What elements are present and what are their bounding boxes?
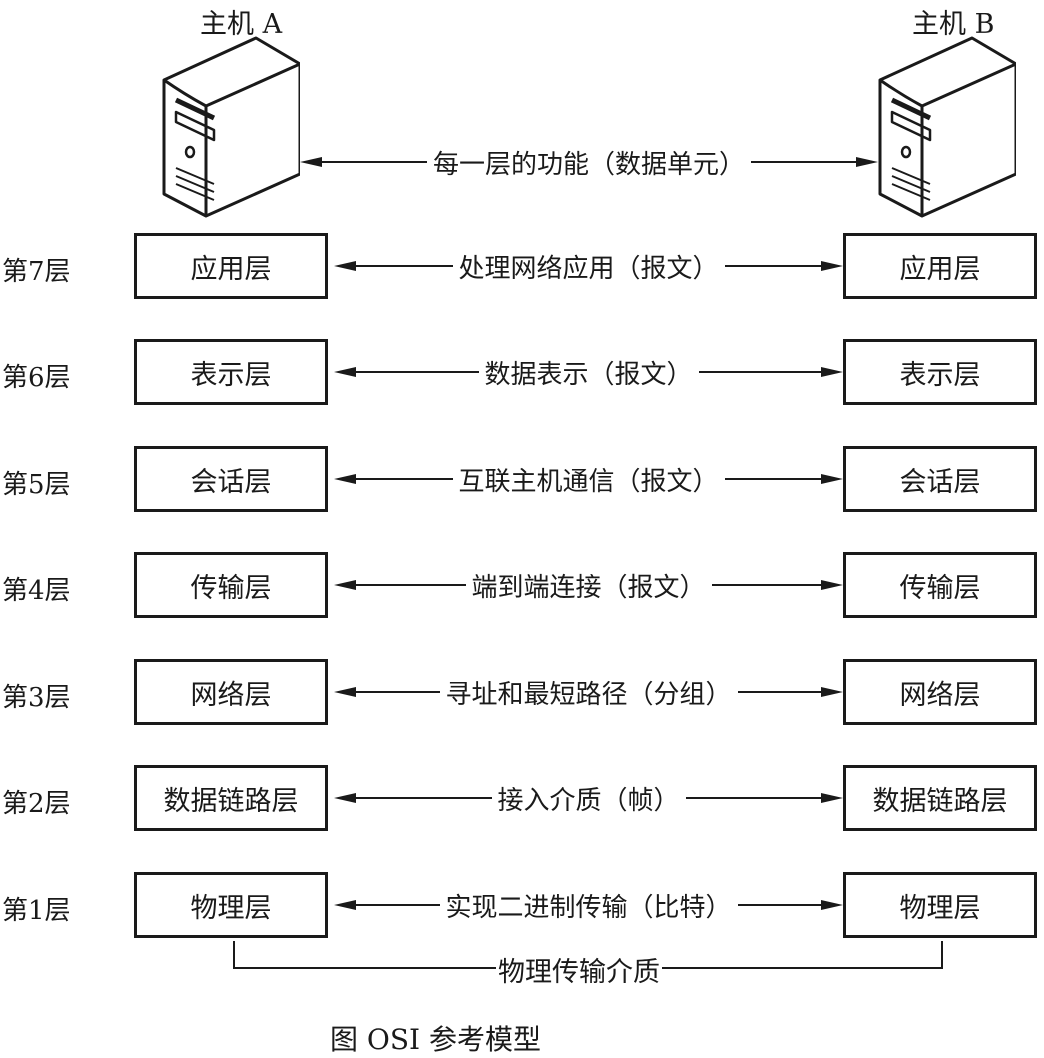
host-b-layer-box: 会话层 [843, 446, 1037, 512]
arrow-right-icon [856, 157, 879, 167]
arrow-right-icon [821, 474, 844, 484]
layer-function-connector: 接入介质（帧） [334, 778, 844, 818]
layer-function-label: 处理网络应用（报文） [458, 253, 719, 284]
arrow-left-icon [334, 900, 356, 910]
host-b-layer-box: 传输层 [843, 552, 1037, 618]
connector-line [685, 797, 822, 799]
host-b-layer-box: 数据链路层 [843, 765, 1037, 831]
server-b-icon [878, 36, 1016, 218]
arrow-left-icon [334, 793, 356, 803]
connector-line [724, 478, 822, 480]
layer-function-label: 实现二进制传输（比特） [445, 892, 732, 923]
layer-number-label: 第2层 [2, 789, 71, 819]
layer-number-label: 第5层 [2, 470, 71, 500]
host-b-layer-box: 物理层 [843, 872, 1037, 938]
layer-function-connector: 端到端连接（报文） [334, 565, 844, 605]
layer-function-label: 接入介质（帧） [497, 785, 680, 816]
figure-caption: 图 OSI 参考模型 [330, 1023, 541, 1056]
arrow-left-icon [300, 157, 322, 167]
host-a-layer-box: 物理层 [134, 872, 328, 938]
layer-number-label: 第3层 [2, 683, 71, 713]
connector-line [356, 371, 479, 373]
connector-line [698, 371, 822, 373]
connector-line [356, 584, 466, 586]
physical-medium-line [233, 941, 943, 969]
host-a-layer-box: 网络层 [134, 659, 328, 725]
host-a-layer-box: 数据链路层 [134, 765, 328, 831]
host-a-layer-box: 应用层 [134, 233, 328, 299]
arrow-left-icon [334, 687, 356, 697]
arrow-right-icon [821, 580, 844, 590]
layer-function-connector: 处理网络应用（报文） [334, 246, 844, 286]
connector-line [711, 584, 822, 586]
connector-line [724, 265, 822, 267]
host-b-label: 主机 B [912, 9, 995, 40]
physical-medium-label: 物理传输介质 [496, 950, 662, 989]
layer-function-connector: 实现二进制传输（比特） [334, 885, 844, 925]
layer-number-label: 第1层 [2, 896, 71, 926]
layer-function-label: 寻址和最短路径（分组） [445, 679, 732, 710]
connector-line [737, 691, 822, 693]
layer-function-connector: 互联主机通信（报文） [334, 459, 844, 499]
arrow-right-icon [821, 367, 844, 377]
host-b-layer-box: 网络层 [843, 659, 1037, 725]
arrow-left-icon [334, 367, 356, 377]
arrow-left-icon [334, 580, 356, 590]
layer-function-connector: 数据表示（报文） [334, 352, 844, 392]
layer-number-label: 第6层 [2, 363, 71, 393]
arrow-right-icon [821, 793, 844, 803]
connector-line [356, 904, 440, 906]
host-a-layer-box: 传输层 [134, 552, 328, 618]
host-b-layer-box: 表示层 [843, 339, 1037, 405]
host-a-layer-box: 会话层 [134, 446, 328, 512]
connector-line [356, 797, 492, 799]
arrow-left-icon [334, 261, 356, 271]
arrow-right-icon [821, 900, 844, 910]
header-connector-label: 每一层的功能（数据单元） [433, 149, 746, 180]
server-a-icon [162, 36, 300, 218]
connector-line [751, 161, 857, 163]
connector-line [356, 691, 440, 693]
header-connector: 每一层的功能（数据单元） [300, 142, 879, 182]
connector-line [737, 904, 822, 906]
arrow-left-icon [334, 474, 356, 484]
layer-number-label: 第7层 [2, 257, 71, 287]
layer-function-connector: 寻址和最短路径（分组） [334, 672, 844, 712]
host-a-label: 主机 A [200, 9, 283, 40]
connector-line [356, 265, 453, 267]
layer-function-label: 数据表示（报文） [484, 359, 693, 390]
layer-function-label: 互联主机通信（报文） [458, 466, 719, 497]
layer-number-label: 第4层 [2, 576, 71, 606]
connector-line [356, 478, 453, 480]
arrow-right-icon [821, 687, 844, 697]
connector-line [322, 161, 427, 163]
host-b-layer-box: 应用层 [843, 233, 1037, 299]
arrow-right-icon [821, 261, 844, 271]
layer-function-label: 端到端连接（报文） [471, 572, 706, 603]
host-a-layer-box: 表示层 [134, 339, 328, 405]
